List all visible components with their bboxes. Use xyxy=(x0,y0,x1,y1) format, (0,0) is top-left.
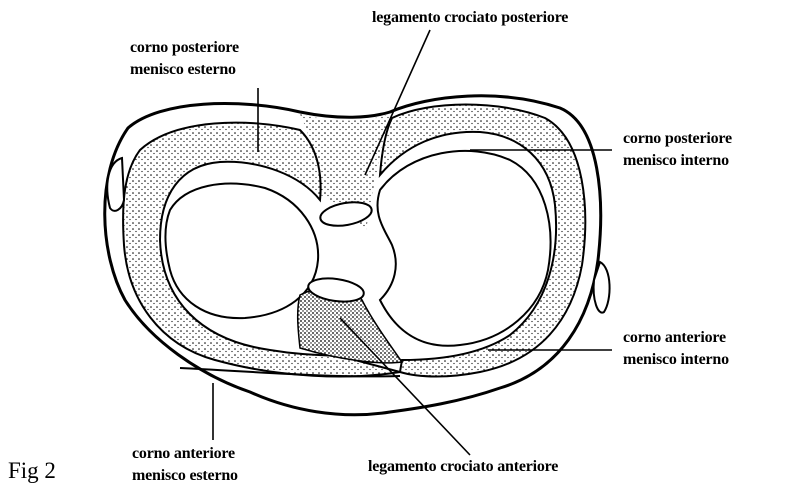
label-posterior-horn-lateral: corno posteriore menisco esterno xyxy=(130,37,239,81)
label-acl-text: legamento crociato anteriore xyxy=(368,456,558,478)
label-acl: legamento crociato anteriore xyxy=(368,456,558,478)
label-posterior-horn-lateral-line2: menisco esterno xyxy=(130,59,239,81)
label-posterior-horn-medial: corno posteriore menisco interno xyxy=(623,128,732,172)
label-anterior-horn-lateral-line2: menisco esterno xyxy=(132,465,238,487)
label-posterior-horn-lateral-line1: corno posteriore xyxy=(130,37,239,59)
label-anterior-horn-medial-line2: menisco interno xyxy=(623,349,729,371)
label-pcl-text: legamento crociato posteriore xyxy=(372,7,568,29)
label-anterior-horn-medial-line1: corno anteriore xyxy=(623,327,729,349)
label-posterior-horn-medial-line1: corno posteriore xyxy=(623,128,732,150)
label-anterior-horn-lateral: corno anteriore menisco esterno xyxy=(132,443,238,487)
label-anterior-horn-medial: corno anteriore menisco interno xyxy=(623,327,729,371)
label-anterior-horn-lateral-line1: corno anteriore xyxy=(132,443,238,465)
label-posterior-horn-medial-line2: menisco interno xyxy=(623,150,732,172)
figure-caption: Fig 2 xyxy=(8,458,56,484)
label-pcl: legamento crociato posteriore xyxy=(372,7,568,29)
